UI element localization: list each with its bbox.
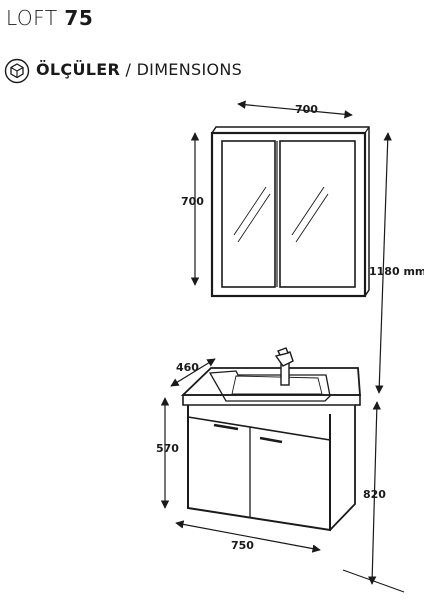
dim-cabinet-height: 700 <box>181 195 204 208</box>
dimensions-heading: ÖLÇÜLER / DIMENSIONS <box>36 60 242 79</box>
vanity-unit <box>180 367 361 532</box>
dim-cabinet-width: 700 <box>295 103 318 116</box>
dim-floor-height: 820 <box>363 488 386 501</box>
heading-en: DIMENSIONS <box>136 60 243 79</box>
dim-sink-depth: 460 <box>176 361 199 374</box>
dim-sink-width: 750 <box>231 539 254 552</box>
mirror-cabinet <box>210 126 370 298</box>
heading-separator: / <box>125 60 132 79</box>
heading-tr: ÖLÇÜLER <box>36 60 121 79</box>
measure-cube-icon <box>4 58 30 84</box>
dim-sink-height: 570 <box>156 442 179 455</box>
dimension-lines <box>160 100 405 593</box>
faucet <box>274 347 294 386</box>
model-prefix: LOFT <box>6 6 58 30</box>
model-number: 75 <box>64 6 94 30</box>
dim-total-height: 1180 mm <box>369 265 424 278</box>
product-title: LOFT 75 <box>6 6 93 30</box>
